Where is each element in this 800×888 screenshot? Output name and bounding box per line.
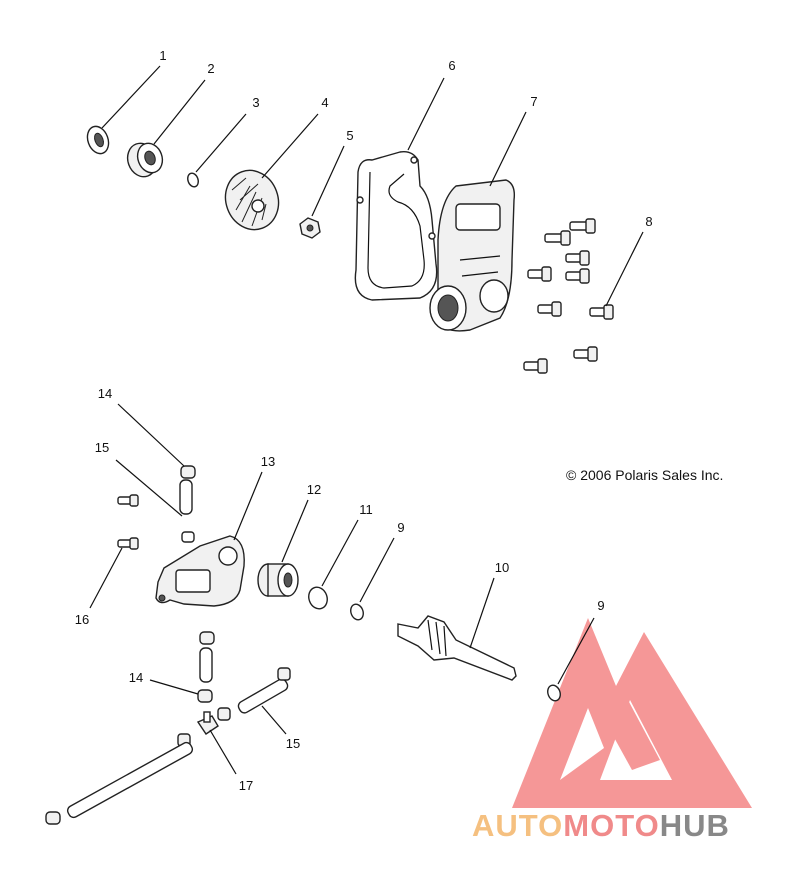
- part-11-oring: [308, 586, 328, 610]
- part-6-gasket: [354, 150, 438, 301]
- part-8-bolts: [523, 218, 614, 374]
- part-14-cap-lower: [197, 689, 213, 703]
- part-2-bearing: [126, 142, 164, 178]
- callout-3: 3: [252, 95, 259, 110]
- part-5-nut: [299, 217, 321, 239]
- callout-2: 2: [207, 61, 214, 76]
- callout-numbers: 1 2 3 4 5 6 7 8 14 15 13 12 11 9 10 16 9…: [75, 48, 653, 793]
- callout-11: 11: [359, 502, 373, 517]
- part-1-seal: [86, 125, 110, 155]
- watermark-moto: MOTO: [563, 808, 659, 843]
- watermark-text: AUTOMOTOHUB: [472, 808, 730, 843]
- callout-5: 5: [346, 128, 353, 143]
- callout-14-lower: 14: [129, 670, 143, 685]
- watermark-auto: AUTO: [472, 808, 563, 843]
- part-14-cap-mid: [199, 631, 215, 645]
- part-9-washer-a: [350, 603, 364, 621]
- leader-lines: [89, 65, 644, 775]
- watermark-logo: [512, 618, 752, 808]
- copyright-notice: © 2006 Polaris Sales Inc.: [566, 467, 723, 483]
- callout-6: 6: [448, 58, 455, 73]
- part-14-hose-mid: [199, 647, 213, 683]
- callout-10: 10: [495, 560, 509, 575]
- part-7-pump-cover: [429, 179, 516, 332]
- part-15-hose-upper: [179, 479, 193, 515]
- callout-7: 7: [530, 94, 537, 109]
- callout-12: 12: [307, 482, 321, 497]
- watermark-hub: HUB: [660, 808, 730, 843]
- callout-4: 4: [321, 95, 328, 110]
- callout-1: 1: [159, 48, 166, 63]
- callout-13: 13: [261, 454, 275, 469]
- callout-15-upper: 15: [95, 440, 109, 455]
- part-4-impeller: [224, 169, 280, 231]
- part-10-shaft: [397, 615, 517, 681]
- part-9-washer-b: [547, 684, 561, 702]
- part-17-tee-fitting: [177, 711, 219, 747]
- callout-9-upper: 9: [397, 520, 404, 535]
- part-16-bolts: [117, 494, 139, 550]
- callout-8: 8: [645, 214, 652, 229]
- part-15-hose-lower: [217, 667, 291, 721]
- callout-15-lower: 15: [286, 736, 300, 751]
- part-14-cap-upper: [180, 465, 196, 479]
- part-12-drive-coupler: [257, 563, 299, 597]
- callout-17: 17: [239, 778, 253, 793]
- part-long-hose: [45, 741, 194, 825]
- callout-14-upper: 14: [98, 386, 112, 401]
- part-13-oil-pump: [155, 531, 245, 607]
- callout-16: 16: [75, 612, 89, 627]
- part-3-oring: [187, 172, 199, 188]
- callout-9-lower: 9: [597, 598, 604, 613]
